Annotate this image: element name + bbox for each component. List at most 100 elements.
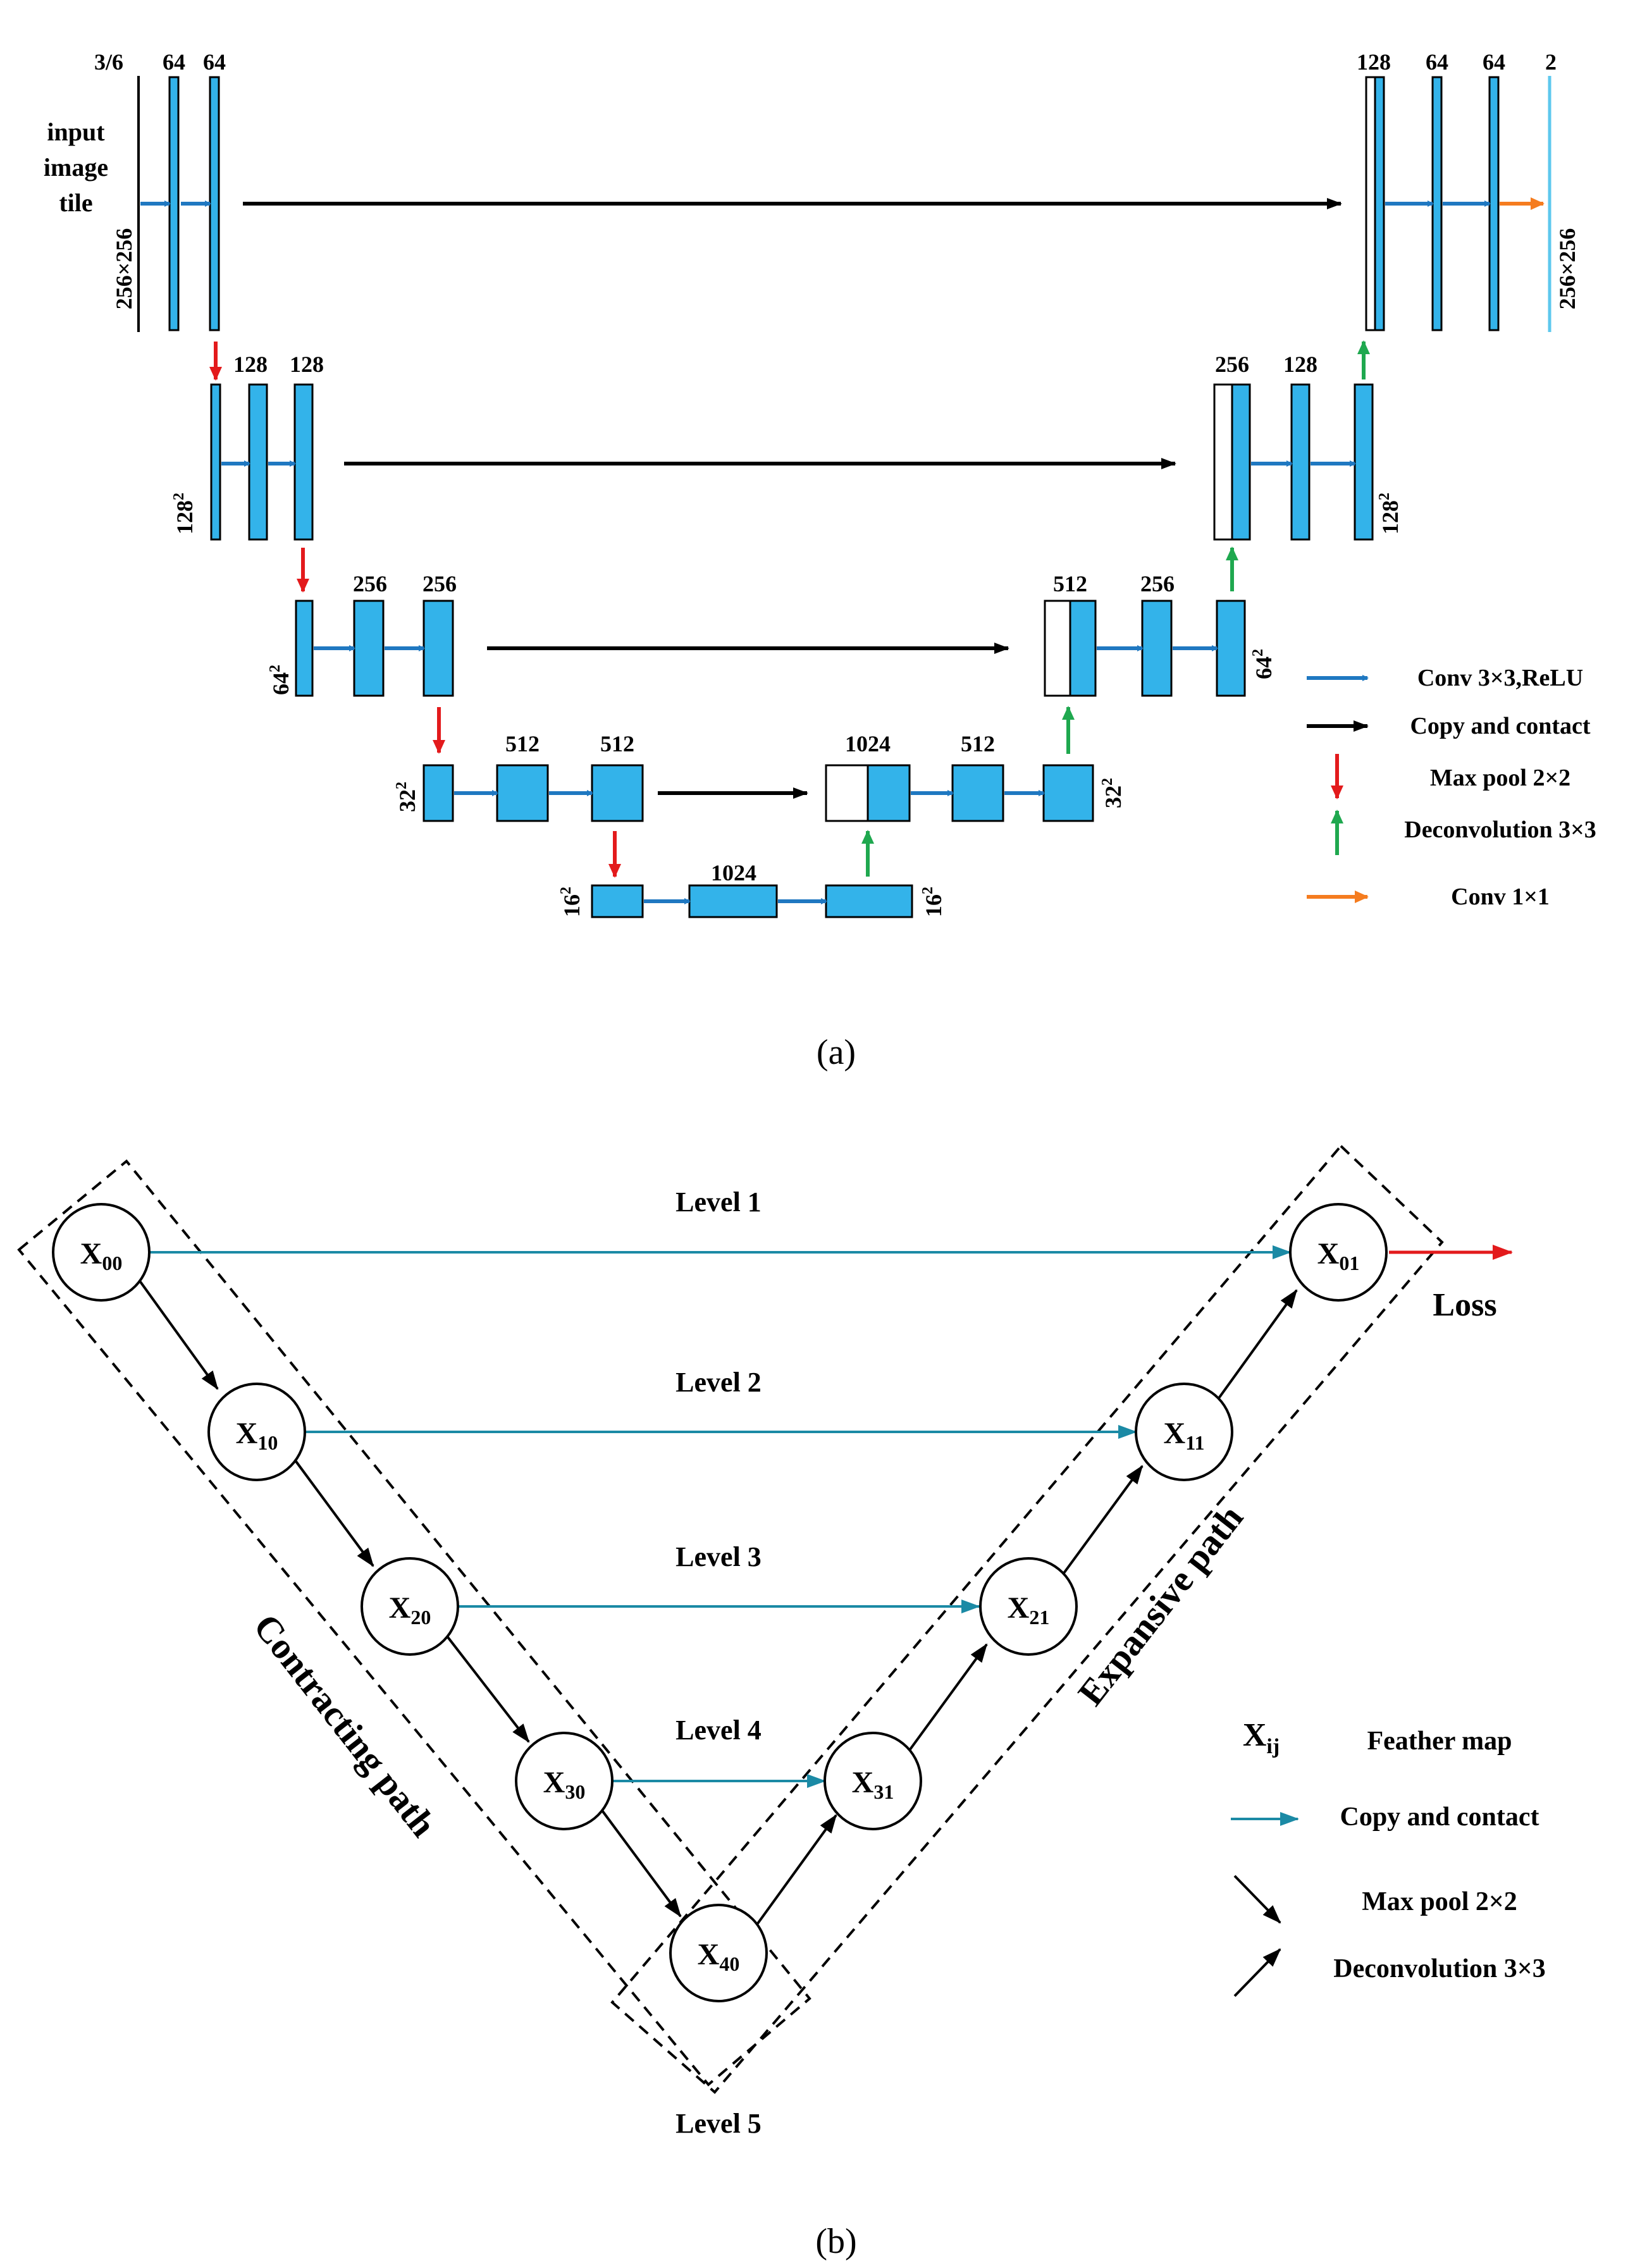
size-label: 322 (1099, 778, 1126, 808)
svg-text:X21: X21 (1008, 1591, 1050, 1629)
channel-label: 128 (233, 352, 268, 377)
size-label: 642 (1250, 649, 1276, 679)
channel-label: 256 (1215, 352, 1249, 377)
expansive-box (610, 1144, 1444, 2094)
channel-label: 512 (1053, 571, 1087, 596)
legend-b: Xij Feather map Copy and contact Max poo… (1231, 1717, 1546, 1997)
caption-b: (b) (815, 2222, 856, 2261)
fm-d3-copy (1044, 600, 1071, 697)
legend-copy-label: Copy and contact (1410, 713, 1590, 739)
fm-l1-a (168, 76, 180, 331)
channel-label: 128 (290, 352, 324, 377)
channel-label: 3/6 (94, 49, 123, 75)
fm-d1-a (1374, 76, 1385, 331)
channel-label: 64 (203, 49, 226, 75)
channel-label: 1024 (845, 731, 891, 756)
legend-pool-label: Max pool 2×2 (1362, 1887, 1517, 1916)
deconv-edge (755, 1814, 837, 1926)
level-label: Level 2 (675, 1367, 762, 1398)
legend-feature-label: Feather map (1367, 1727, 1512, 1756)
fm-l5-b (688, 884, 778, 918)
channel-label: 256 (1140, 571, 1175, 596)
fm-l4-b (496, 764, 549, 822)
deconv-edge (907, 1643, 988, 1753)
legend-conv-label: Conv 3×3,ReLU (1417, 665, 1583, 691)
fm-d3-b (1141, 600, 1173, 697)
channel-label: 64 (163, 49, 185, 75)
node-X20: X20 (361, 1557, 459, 1656)
legend-a: Conv 3×3,ReLU Copy and contact Max pool … (1307, 665, 1596, 910)
svg-text:X31: X31 (852, 1766, 894, 1803)
channel-label: 1024 (711, 860, 756, 885)
fm-l1-b (209, 76, 220, 331)
node-X11: X11 (1135, 1383, 1233, 1481)
channel-label: 128 (1357, 49, 1391, 75)
node-X31: X31 (824, 1732, 922, 1830)
pool-edge (445, 1634, 530, 1743)
node-X21: X21 (979, 1557, 1078, 1656)
level-label: Level 1 (675, 1186, 762, 1217)
channel-label: 128 (1283, 352, 1317, 377)
legend-deconv-arrow (1233, 1948, 1281, 1997)
level-label: Level 5 (675, 2108, 762, 2139)
fm-l3-b (353, 600, 385, 697)
fm-d2-b (1290, 383, 1311, 541)
svg-text:X40: X40 (698, 1938, 740, 1975)
size-label-in: 256×256 (111, 228, 137, 310)
channel-label: 512 (600, 731, 634, 756)
fm-d2-a (1231, 383, 1251, 541)
channel-label: 256 (423, 571, 457, 596)
svg-text:X10: X10 (236, 1417, 278, 1454)
legend-pool-label: Max pool 2×2 (1430, 765, 1570, 791)
legend-xij: Xij (1243, 1717, 1280, 1758)
node-X30: X30 (515, 1732, 614, 1830)
size-label: 642 (267, 665, 293, 695)
fm-d1-c (1488, 76, 1500, 331)
loss-label: Loss (1433, 1287, 1496, 1323)
fm-d3-c (1216, 600, 1246, 697)
input-label: image (44, 153, 108, 182)
size-label: 322 (393, 782, 420, 812)
legend-deconv-label: Deconvolution 3×3 (1404, 817, 1596, 843)
fm-l4-c (591, 764, 644, 822)
size-label: 162 (558, 887, 584, 917)
fm-d4-b (951, 764, 1004, 822)
legend-deconv-label: Deconvolution 3×3 (1333, 1954, 1545, 1983)
contracting-box (17, 1159, 811, 2086)
channel-label: 512 (961, 731, 995, 756)
svg-text:X01: X01 (1317, 1237, 1360, 1274)
size-label-out: 256×256 (1555, 228, 1580, 310)
fm-d4-a (867, 764, 911, 822)
level-label: Level 4 (675, 1715, 762, 1746)
fm-l2-a (210, 383, 221, 541)
channel-label: 256 (353, 571, 387, 596)
node-X01: X01 (1289, 1203, 1388, 1302)
size-label: 1282 (171, 493, 197, 534)
fm-d3-a (1069, 600, 1097, 697)
channel-label: 2 (1545, 49, 1557, 75)
input-label: tile (59, 188, 92, 217)
fm-l5-c (825, 884, 913, 918)
legend-pool-arrow (1233, 1875, 1281, 1924)
fm-d2-copy (1213, 383, 1233, 541)
pool-edge (293, 1458, 374, 1567)
fm-l3-a (295, 600, 314, 697)
panel-a: 3/6 64 64 input image tile 256×256 128 6… (44, 49, 1596, 1072)
fm-l3-c (423, 600, 454, 697)
pool-edge (600, 1808, 682, 1918)
node-X10: X10 (207, 1383, 306, 1481)
fm-l2-b (248, 383, 268, 541)
level-label: Level 3 (675, 1541, 762, 1572)
legend-copy-label: Copy and contact (1340, 1803, 1539, 1832)
deconv-edge (1217, 1289, 1298, 1400)
pool-edge (138, 1279, 219, 1390)
channel-label: 64 (1426, 49, 1448, 75)
channel-label: 512 (505, 731, 540, 756)
size-label: 1282 (1376, 493, 1403, 534)
legend-conv1-label: Conv 1×1 (1451, 884, 1550, 910)
svg-text:X11: X11 (1164, 1417, 1205, 1454)
svg-text:X00: X00 (80, 1237, 123, 1274)
fm-l2-c (293, 383, 314, 541)
input-label: input (47, 118, 105, 146)
